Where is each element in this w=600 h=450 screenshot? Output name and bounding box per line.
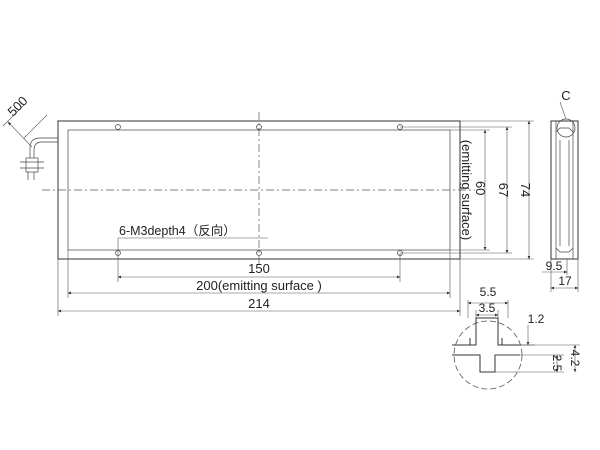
cable-length-dimension: 500 <box>2 93 48 148</box>
slot-depth-inner-label: 2.5 <box>550 355 564 372</box>
side-offset-label: 9.5 <box>546 259 563 273</box>
detail-profile <box>452 317 520 373</box>
emitting-length-label: 200(emitting surface ) <box>196 278 322 293</box>
slot-depth-outer-label: 4.2 <box>568 350 582 367</box>
hole-pitch-label: 150 <box>248 261 270 276</box>
height-dimensions: 60 (emitting surface) 67 74 <box>400 120 534 260</box>
emitting-height-note: (emitting surface) <box>459 140 474 240</box>
overall-length-label: 214 <box>248 296 270 311</box>
slot-outer-label: 5.5 <box>480 285 497 299</box>
detail-c: 5.5 3.5 1.2 2.5 4.2 <box>452 285 582 390</box>
overall-height-label: 74 <box>518 183 533 197</box>
side-view: C 9.5 17 <box>542 88 579 292</box>
mounting-hole <box>115 124 121 130</box>
hole-row-height-label: 67 <box>496 183 511 197</box>
mounting-hole <box>256 250 262 256</box>
emitting-height-label: 60 (emitting surface) <box>459 140 488 240</box>
section-label: C <box>561 88 570 103</box>
side-width-label: 17 <box>558 274 572 288</box>
slot-lip-label: 1.2 <box>528 312 545 326</box>
emitting-length-dimension: 200(emitting surface ) <box>67 250 451 298</box>
front-view: 500 6-M3depth4（反向） 150 200(emitting surf… <box>2 93 534 316</box>
cable-length-label: 500 <box>5 93 31 119</box>
hole-callout-label: 6-M3depth4（反向） <box>119 223 236 238</box>
side-body <box>550 120 579 260</box>
emitting-height-value: 60 <box>473 181 488 195</box>
hole-callout: 6-M3depth4（反向） <box>117 223 268 253</box>
cable <box>20 137 58 180</box>
overall-length-dimension: 214 <box>57 259 461 316</box>
slot-inner-label: 3.5 <box>479 301 496 315</box>
mounting-hole <box>256 124 262 130</box>
hole-pitch-dimension: 150 <box>117 253 401 282</box>
